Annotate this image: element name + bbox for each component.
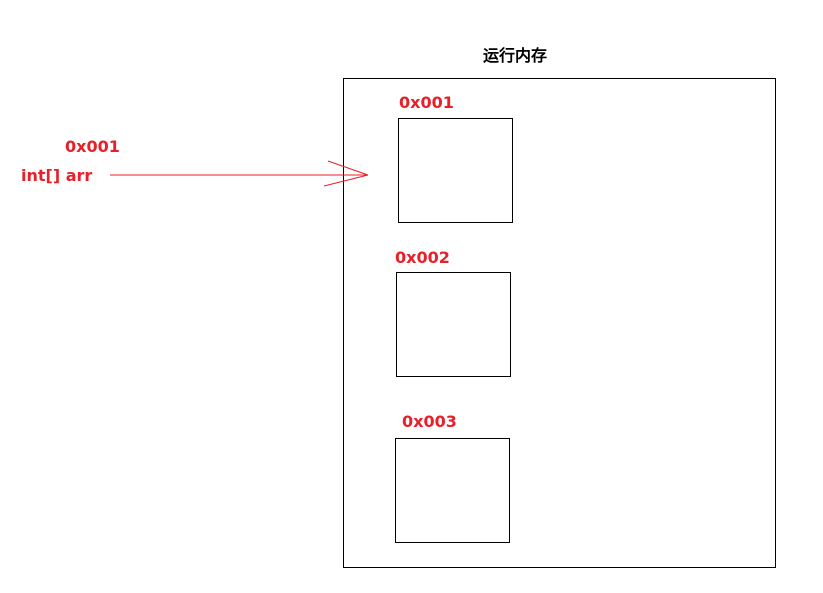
memory-block-1 xyxy=(398,118,513,223)
memory-region xyxy=(343,78,776,568)
memory-title: 运行内存 xyxy=(482,46,547,65)
block-address-label-2: 0x002 xyxy=(395,248,450,267)
block-address-label-1: 0x001 xyxy=(399,93,454,112)
memory-block-2 xyxy=(396,272,511,377)
variable-declaration-label: int[] arr xyxy=(21,166,93,185)
memory-block-3 xyxy=(395,438,510,543)
block-address-label-3: 0x003 xyxy=(402,412,457,431)
variable-address-label: 0x001 xyxy=(65,137,120,156)
